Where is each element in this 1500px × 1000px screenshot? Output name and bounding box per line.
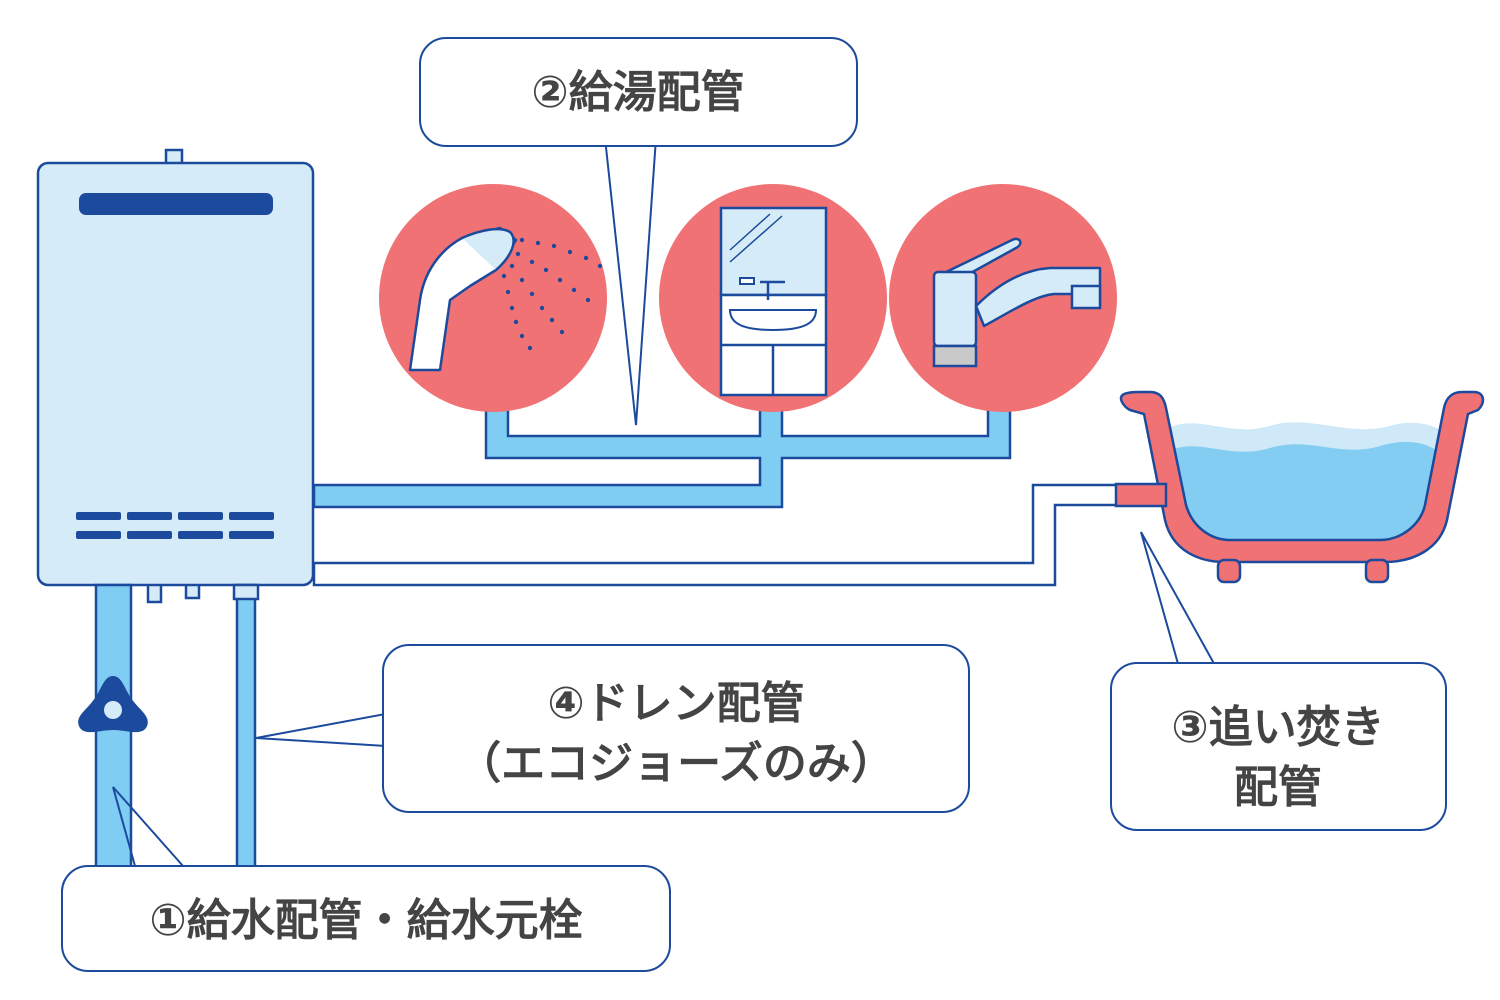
drain-label-line1: ④ドレン配管 (547, 678, 804, 729)
shower-head-icon (379, 184, 607, 412)
washbasin-vanity-icon (659, 184, 887, 412)
hot-water-pipes (312, 403, 1012, 509)
drain-label-line2: （エコジョーズのみ） (457, 738, 895, 789)
reheat-pointer (1140, 531, 1223, 679)
reheat-label-line2: 配管 (1234, 762, 1322, 813)
kitchen-faucet-icon (889, 184, 1117, 412)
water-supply-callout: ①給水配管・給水元栓 (61, 865, 671, 972)
tub-shell (1119, 390, 1485, 564)
water-supply-label: ①給水配管・給水元栓 (149, 895, 582, 946)
hot-water-callout: ②給湯配管 (419, 37, 858, 147)
reheat-label-line1: ③追い焚き (1171, 702, 1384, 753)
water-valve-icon (78, 676, 148, 733)
drain-pointer (255, 707, 419, 749)
tub-port (1114, 482, 1168, 508)
drain-callout: ④ドレン配管 （エコジョーズのみ） (382, 644, 970, 813)
water-heater-icon (36, 148, 315, 604)
callout-pointers (112, 137, 1223, 867)
drain-pipe-cap (232, 583, 260, 601)
water-supply-pointer (112, 786, 184, 867)
bathtub-icon (1114, 390, 1485, 584)
hot-water-pointer (604, 137, 657, 426)
hot-water-pipe (312, 403, 1012, 509)
heater-vents (76, 512, 274, 539)
drain-pipe (235, 583, 257, 877)
heater-body (36, 161, 315, 587)
hot-water-label: ②給湯配管 (531, 67, 744, 118)
heater-display-bar (79, 193, 273, 215)
reheat-callout: ③追い焚き 配管 (1110, 662, 1447, 831)
